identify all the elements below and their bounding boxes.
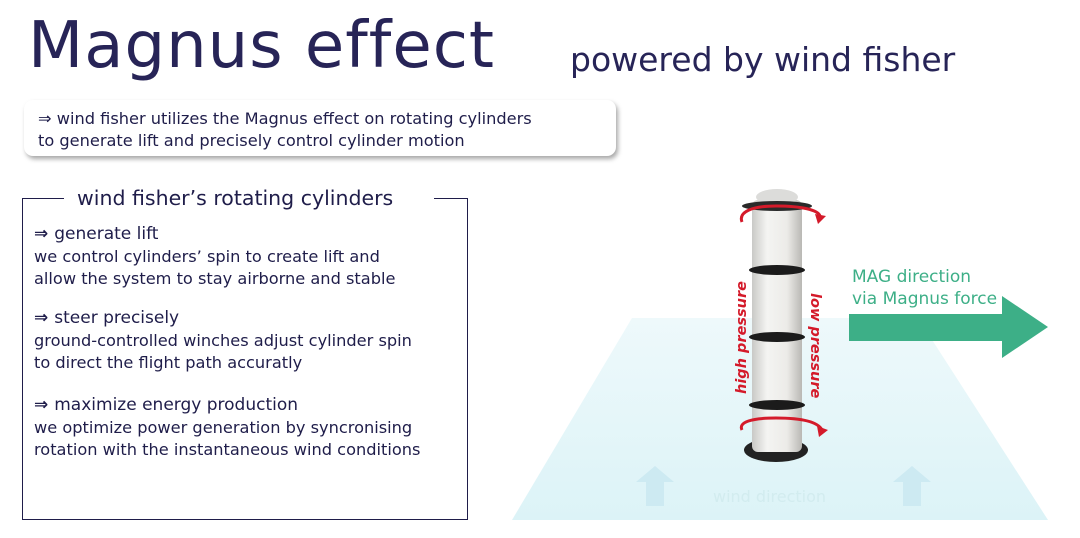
double-arrow-icon: ⇒ xyxy=(34,308,49,328)
low-pressure-label: low pressure xyxy=(807,293,823,399)
section-heading-text: generate lift xyxy=(54,224,159,244)
section-heading-text: steer precisely xyxy=(54,308,180,328)
section-body-line: we control cylinders’ spin to create lif… xyxy=(34,247,380,266)
spin-arrow-icon xyxy=(739,416,824,431)
intro-callout: ⇒ wind fisher utilizes the Magnus effect… xyxy=(24,100,616,156)
mag-label-line: via Magnus force xyxy=(852,289,998,309)
spin-arrow-icon xyxy=(817,426,828,437)
panel-border-top-left xyxy=(22,198,64,200)
section-maximize-energy: ⇒maximize energy production we optimize … xyxy=(34,394,420,461)
double-arrow-icon: ⇒ xyxy=(34,395,49,415)
section-heading-text: maximize energy production xyxy=(54,395,299,415)
section-body-line: to direct the flight path accuratly xyxy=(34,353,303,372)
cylinders-panel xyxy=(22,198,468,520)
double-arrow-icon: ⇒ xyxy=(34,224,49,244)
cylinder-top-dome xyxy=(756,189,798,205)
cylinder-ring xyxy=(749,332,805,342)
page-title: Magnus effect xyxy=(28,9,495,83)
section-generate-lift: ⇒generate lift we control cylinders’ spi… xyxy=(34,223,395,290)
section-heading: ⇒steer precisely xyxy=(34,307,412,330)
panel-border-top-right xyxy=(434,198,468,200)
section-body-line: we optimize power generation by syncroni… xyxy=(34,418,413,437)
page-subtitle: powered by wind fisher xyxy=(570,40,956,79)
intro-line-1: ⇒ wind fisher utilizes the Magnus effect… xyxy=(38,109,532,128)
section-steer-precisely: ⇒steer precisely ground-controlled winch… xyxy=(34,307,412,374)
wind-up-arrow-icon xyxy=(893,466,931,506)
mag-direction-arrow-icon xyxy=(849,296,1048,358)
wind-direction-label: wind direction xyxy=(713,487,827,506)
mag-direction-label: MAG direction via Magnus force xyxy=(852,266,997,310)
intro-line-2: to generate lift and precisely control c… xyxy=(38,131,465,150)
mag-label-line: MAG direction xyxy=(852,267,972,287)
spin-arrow-icon xyxy=(739,204,822,223)
cylinder-ring xyxy=(749,265,805,275)
wind-up-arrow-icon xyxy=(636,466,674,506)
section-body-line: allow the system to stay airborne and st… xyxy=(34,269,396,288)
cylinder-ring xyxy=(749,400,805,410)
magnus-diagram xyxy=(512,189,1048,520)
section-heading: ⇒maximize energy production xyxy=(34,394,420,417)
panel-title: wind fisher’s rotating cylinders xyxy=(77,186,394,210)
spin-arrow-icon xyxy=(815,214,826,224)
section-body-line: rotation with the instantaneous wind con… xyxy=(34,440,421,459)
high-pressure-label: high pressure xyxy=(734,281,750,394)
section-body-line: ground-controlled winches adjust cylinde… xyxy=(34,331,412,350)
rotating-cylinder xyxy=(752,200,802,452)
section-heading: ⇒generate lift xyxy=(34,223,395,246)
